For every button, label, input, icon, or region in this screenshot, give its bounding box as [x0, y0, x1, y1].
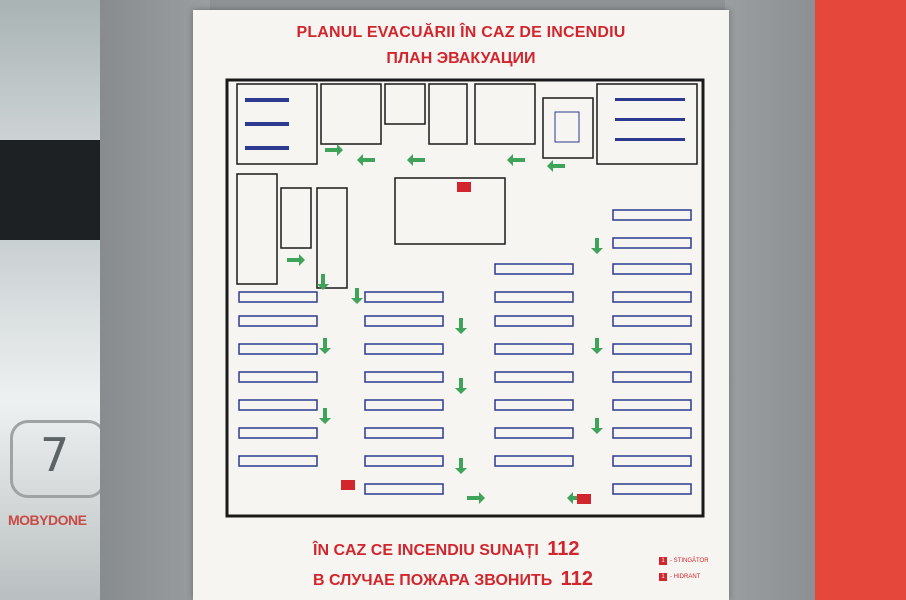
emergency-number-ro: 112	[547, 538, 580, 560]
desk-blocks	[238, 209, 692, 495]
red-wall	[815, 0, 906, 600]
emergency-call-ro-text: ÎN CAZ CE INCENDIU SUNAȚI	[313, 542, 539, 559]
fire-extinguisher-markers	[341, 182, 591, 504]
top-rooms	[236, 83, 698, 289]
emergency-call-ru: В СЛУЧАЕ ПОЖАРА ЗВОНИТЬ 112	[313, 568, 593, 591]
evacuation-arrows	[287, 144, 603, 504]
right-wall	[725, 0, 815, 600]
emergency-number-ru: 112	[560, 568, 593, 590]
floor-plan	[225, 78, 705, 518]
evacuation-sign: PLANUL EVACUĂRII ÎN CAZ DE INCENDIU ПЛАН…	[193, 10, 729, 600]
door-frame	[0, 140, 100, 240]
emergency-call-ru-text: В СЛУЧАЕ ПОЖАРА ЗВОНИТЬ	[313, 572, 553, 589]
legend-hydrant-label: - HIDRANT	[670, 574, 701, 580]
door-number: 7	[40, 428, 70, 482]
wall-pillar	[100, 0, 210, 600]
extinguisher-icon: 1	[659, 557, 667, 565]
top-tables	[245, 98, 685, 150]
legend-extinguisher-label: - STINGĂTOR	[670, 558, 709, 564]
glass-top	[0, 0, 100, 140]
emergency-call-ro: ÎN CAZ CE INCENDIU SUNAȚI 112	[313, 538, 580, 561]
hydrant-icon: 1	[659, 573, 667, 581]
sign-title-ru: ПЛАН ЭВАКУАЦИИ	[386, 50, 536, 67]
door-sticker: MOBYDONE	[8, 512, 87, 528]
legend-hydrant: 1 - HIDRANT	[659, 569, 725, 585]
sign-title-ro: PLANUL EVACUĂRII ÎN CAZ DE INCENDIU	[296, 24, 626, 41]
legend-extinguisher: 1 - STINGĂTOR	[659, 553, 725, 569]
legend: 1 - STINGĂTOR 1 - HIDRANT	[659, 553, 725, 585]
